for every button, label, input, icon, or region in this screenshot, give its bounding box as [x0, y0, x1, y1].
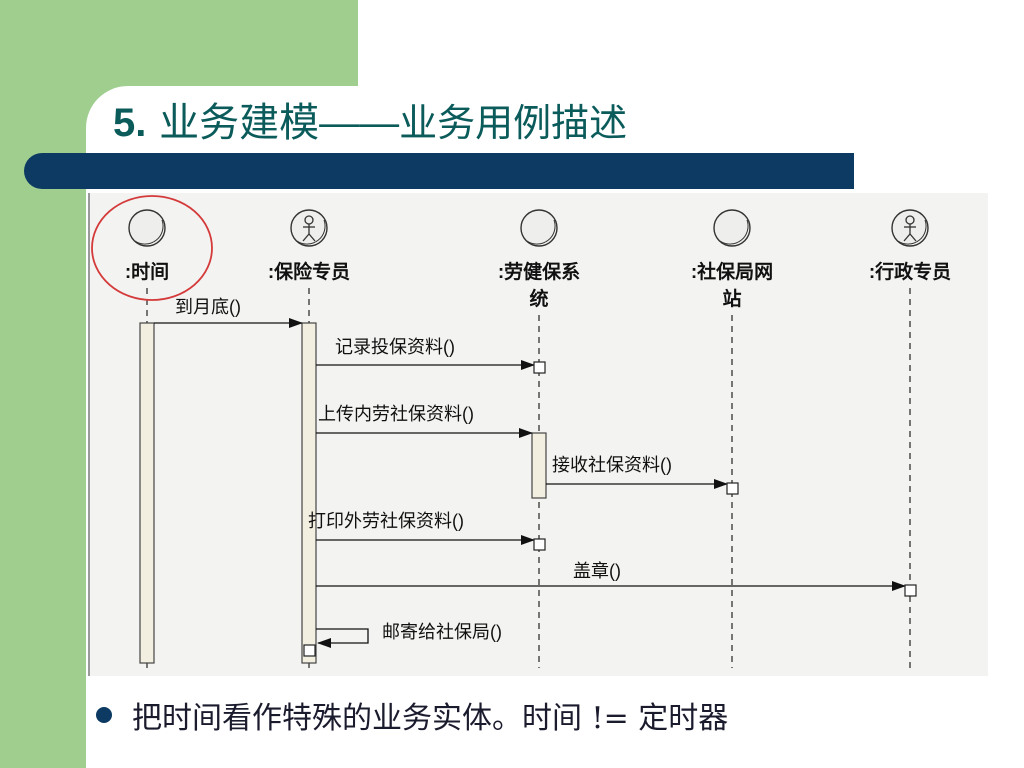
- lifeline-label-site: 站: [722, 287, 741, 310]
- return-box-4: [533, 538, 546, 551]
- message-label-2: 上传内劳社保资料(): [318, 404, 474, 424]
- lifeline-label-time: :时间: [125, 261, 169, 283]
- message-label-0: 到月底(): [175, 297, 241, 317]
- bullet-text: 把时间看作特殊的业务实体。时间 != 定时器: [132, 701, 729, 736]
- lifeline-label-agent: :保险专员: [268, 260, 350, 283]
- entity-icon-arc: [134, 219, 164, 245]
- lifeline-label-admin: :行政专员: [869, 260, 951, 283]
- worker-legs-icon: [302, 233, 316, 242]
- return-box-1: [533, 361, 546, 374]
- worker-icon-arc: [296, 219, 326, 245]
- bullet-point: 把时间看作特殊的业务实体。时间 != 定时器: [96, 690, 728, 740]
- message-label-5: 盖章(): [573, 561, 621, 581]
- entity-icon: [713, 209, 751, 247]
- lifeline-label-labor: :劳健保系: [498, 260, 580, 283]
- sequence-diagram: :时间 :保险专员 :劳健保系统 :社保局网站 :行政专员到月底() 记录投保资料() 上传…: [88, 193, 988, 676]
- return-box-3: [726, 482, 739, 495]
- lifeline-label-labor: 统: [529, 287, 548, 310]
- activation-bar-labor: [531, 432, 547, 499]
- message-label-1: 记录投保资料(): [335, 337, 455, 357]
- activation-bar-agent: [301, 322, 317, 664]
- highlight-ring: [91, 195, 213, 301]
- title-sub: 业务用例描述: [399, 101, 628, 145]
- entity-icon-arc: [526, 219, 556, 245]
- slide-title: 5. 业务建模——业务用例描述: [113, 93, 627, 153]
- activation-bar-time: [139, 322, 155, 664]
- worker-icon-arc: [897, 219, 927, 245]
- title-main: 业务建模: [159, 100, 320, 146]
- message-label-3: 接收社保资料(): [552, 455, 672, 475]
- message-label-4: 打印外劳社保资料(): [308, 511, 464, 531]
- bullet-icon: [96, 707, 112, 723]
- title-underline-bar: [24, 153, 854, 189]
- entity-icon: [128, 209, 166, 247]
- message-arrow-6: [316, 628, 369, 648]
- title-number: 5.: [113, 101, 147, 145]
- message-label-6: 邮寄给社保局(): [382, 622, 502, 642]
- return-box-5: [904, 584, 917, 597]
- return-box-6: [303, 644, 316, 657]
- entity-icon-arc: [719, 219, 749, 245]
- entity-icon: [520, 209, 558, 247]
- title-separator: ——: [319, 101, 400, 145]
- lifeline-label-site: :社保局网: [691, 260, 773, 283]
- worker-legs-icon: [903, 233, 917, 242]
